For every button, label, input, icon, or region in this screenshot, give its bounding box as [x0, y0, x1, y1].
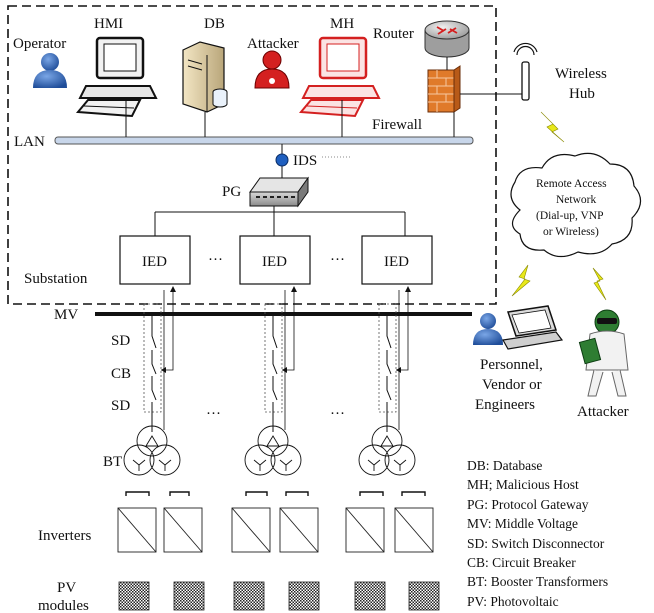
attacker-inside-label: Attacker: [247, 36, 299, 52]
ied-label-2: IED: [262, 254, 287, 270]
legend-item: MH; Malicious Host: [467, 477, 579, 493]
lightning-hub-cloud: [540, 111, 565, 143]
legend-item: BT: Booster Transformers: [467, 574, 609, 590]
ids-icon: [275, 153, 289, 167]
lightning-cloud-personnel: [511, 264, 531, 297]
pg-ied-links: [154, 206, 406, 236]
operator-label: Operator: [13, 36, 66, 52]
mh-label: MH: [330, 16, 354, 32]
wireless-hub-label-1: Wireless: [555, 66, 607, 82]
legend: DB: Database MH; Malicious Host PG: Prot…: [467, 456, 608, 611]
attacker-inside-icon: [254, 50, 290, 89]
db-label: DB: [204, 16, 225, 32]
mv-label: MV: [54, 307, 78, 323]
legend-item: DB: Database: [467, 458, 543, 473]
substation-boundary: [7, 5, 497, 305]
hmi-workstation-icon: [75, 36, 158, 118]
bt-inverter-links: [125, 491, 426, 496]
wireless-hub-label-2: Hub: [569, 86, 595, 102]
feeder-3: [378, 286, 411, 432]
feeder-ellipsis-2: ···: [330, 406, 345, 422]
personnel-label-3: Engineers: [475, 397, 535, 413]
ied-box-3: [361, 235, 433, 285]
cloud-label-1: Remote Access: [536, 178, 607, 190]
feeder-1: [143, 286, 176, 432]
legend-item: MV: Middle Voltage: [467, 516, 578, 532]
attacker-outside-label: Attacker: [577, 404, 629, 420]
cloud-label-2: Network: [556, 194, 596, 206]
sd-label-top: SD: [111, 333, 130, 349]
firewall-icon: [427, 65, 461, 113]
pg-label: PG: [222, 184, 241, 200]
cloud-label-4: or Wireless): [543, 226, 599, 238]
firewall-label: Firewall: [372, 117, 422, 133]
wireless-hub-icon: [513, 42, 538, 101]
ied-ellipsis-2: ···: [330, 252, 345, 268]
personnel-icon: [473, 305, 564, 350]
pv-label-1: PV: [57, 580, 76, 596]
lan-label: LAN: [14, 134, 45, 150]
legend-item: PV: Photovoltaic: [467, 593, 559, 609]
booster-transformer-3: [358, 425, 416, 476]
personnel-label-1: Personnel,: [480, 357, 543, 373]
personnel-label-2: Vendor or: [482, 377, 542, 393]
pg-gateway-icon: [249, 176, 309, 208]
hmi-label: HMI: [94, 16, 123, 32]
ied-label-3: IED: [384, 254, 409, 270]
operator-icon: [33, 53, 67, 88]
ied-label-1: IED: [142, 254, 167, 270]
legend-item: SD: Switch Disconnector: [467, 535, 605, 551]
inverter-group: [117, 507, 434, 553]
bt-label: BT: [103, 454, 122, 470]
substation-label: Substation: [24, 271, 88, 287]
cloud-label-3: (Dial-up, VNP: [536, 210, 604, 222]
mh-workstation-icon: [298, 36, 381, 118]
ied-ellipsis-1: ···: [208, 252, 223, 268]
router-icon: [424, 20, 470, 58]
db-server-icon: [182, 41, 228, 113]
booster-transformer-1: [123, 425, 181, 476]
feeder-2: [264, 286, 297, 432]
booster-transformer-2: [244, 425, 302, 476]
remote-access-cloud: [510, 152, 642, 258]
sd-label-bottom: SD: [111, 398, 130, 414]
legend-item: PG: Protocol Gateway: [467, 496, 589, 512]
ied-box-2: [239, 235, 311, 285]
cb-label: CB: [111, 366, 131, 382]
pv-label-2: modules: [38, 598, 89, 613]
inverters-label: Inverters: [38, 528, 91, 544]
ids-label: IDS: [293, 153, 317, 169]
legend-item: CB: Circuit Breaker: [467, 555, 576, 571]
ied-box-1: [119, 235, 191, 285]
lightning-cloud-attacker: [592, 267, 607, 301]
pv-module-group: [118, 581, 440, 611]
feeder-ellipsis-1: ···: [206, 406, 221, 422]
router-label: Router: [373, 26, 414, 42]
lan-bus: [54, 136, 474, 145]
attacker-outside-icon: [578, 309, 629, 397]
